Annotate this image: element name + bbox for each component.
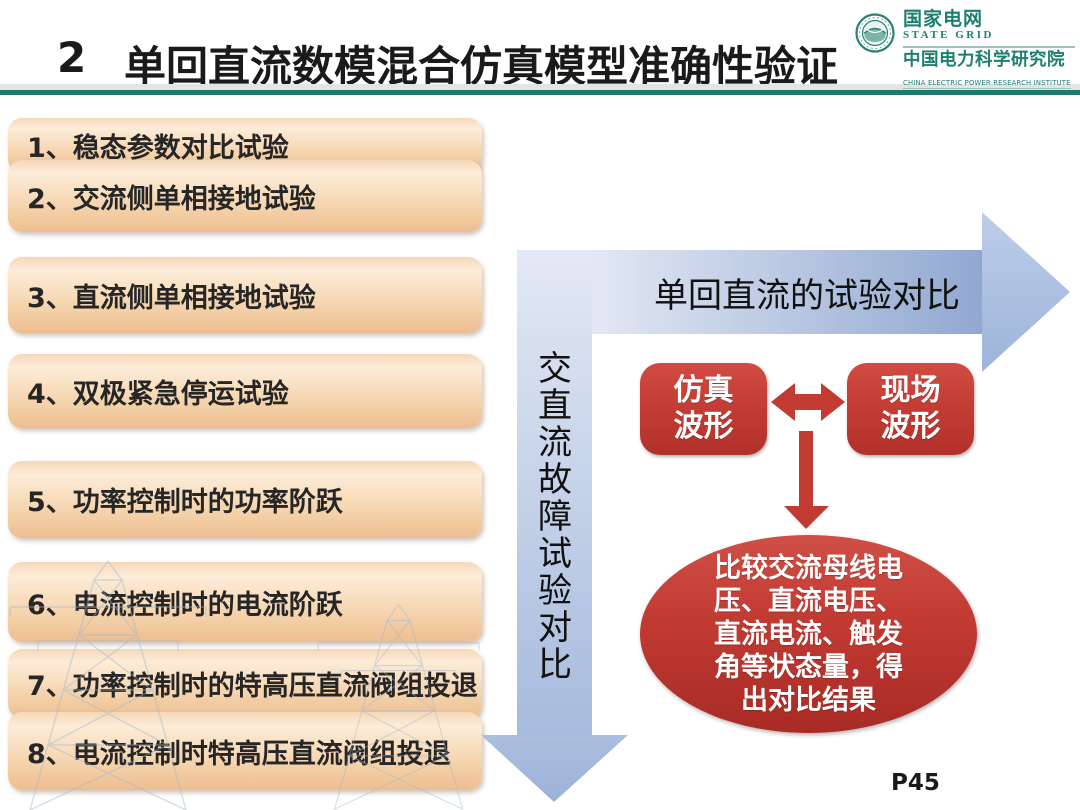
field-waveform-line2: 波形 bbox=[880, 409, 941, 444]
section-number: 2 bbox=[57, 33, 87, 82]
title-underline-gray bbox=[0, 84, 1080, 90]
state-grid-logo: 国家电网 STATE GRID 中国电力科学研究院 CHINA ELECTRIC… bbox=[855, 9, 1080, 89]
logo-brand-cn: 国家电网 bbox=[903, 8, 984, 30]
logo-brand-en: STATE GRID bbox=[903, 29, 994, 41]
field-waveform-box: 现场 波形 bbox=[847, 363, 974, 455]
test-item-7: 7、功率控制时的特高压直流阀组投退 bbox=[8, 649, 482, 718]
logo-divider bbox=[903, 46, 1075, 48]
test-item-5: 5、功率控制时的功率阶跃 bbox=[8, 461, 482, 538]
test-item-6: 6、电流控制时的电流阶跃 bbox=[8, 562, 482, 642]
test-item-4: 4、双极紧急停运试验 bbox=[8, 354, 482, 428]
simulation-waveform-line2: 波形 bbox=[673, 409, 734, 444]
title-underline-teal bbox=[0, 90, 1080, 95]
field-waveform-line1: 现场 bbox=[880, 373, 941, 408]
red-down-arrow bbox=[784, 431, 829, 529]
page-title: 单回直流数模混合仿真模型准确性验证 bbox=[124, 42, 839, 91]
right-arrow-label: 单回直流的试验对比 bbox=[654, 275, 960, 316]
simulation-waveform-line1: 仿真 bbox=[673, 373, 734, 408]
conclusion-ellipse: 比较交流母线电 压、直流电压、 直流电流、触发 角等状态量，得 出对比结果 bbox=[640, 535, 977, 733]
test-item-2: 2、交流侧单相接地试验 bbox=[8, 160, 482, 232]
logo-institute-cn: 中国电力科学研究院 bbox=[903, 50, 1065, 70]
page-number: P45 bbox=[891, 770, 940, 796]
down-arrow-label: 交直流故障试验对比 bbox=[538, 349, 572, 685]
test-item-3: 3、直流侧单相接地试验 bbox=[8, 257, 482, 333]
double-headed-arrow bbox=[771, 383, 845, 421]
simulation-waveform-box: 仿真 波形 bbox=[640, 363, 767, 455]
logo-institute-en: CHINA ELECTRIC POWER RESEARCH INSTITUTE bbox=[903, 79, 1071, 89]
conclusion-text: 比较交流母线电 压、直流电压、 直流电流、触发 角等状态量，得 出对比结果 bbox=[714, 552, 903, 716]
state-grid-emblem-icon bbox=[855, 13, 895, 53]
test-item-8: 8、电流控制时特高压直流阀组投退 bbox=[8, 712, 482, 790]
